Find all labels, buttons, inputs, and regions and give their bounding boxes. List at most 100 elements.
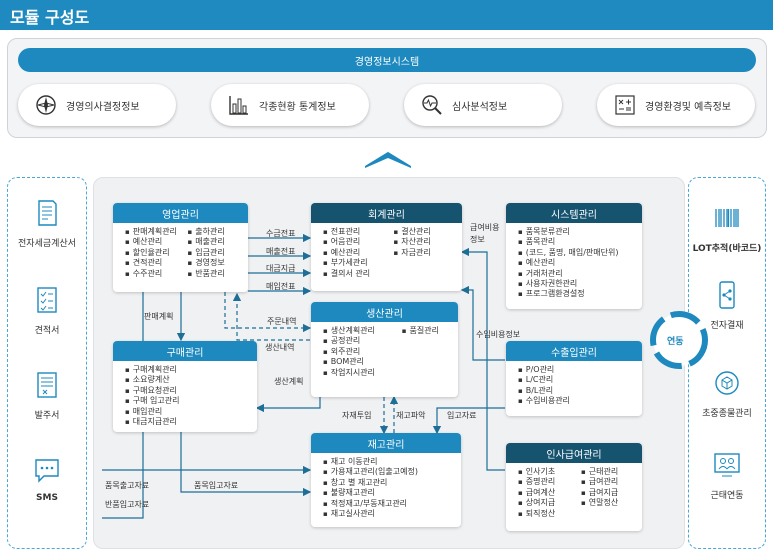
module-hr[interactable]: 인사급여관리 인사기초 증명관리 급여계산 상여지급 퇴직정산 근태관리 급여관… [506,443,642,531]
pill-forecast-info: 경영환경및 예측정보 [597,84,755,126]
module-purchase[interactable]: 구매관리 구매계획관리 소요량계산 구매요청관리 구매 입고관리 매입관리 대금… [113,341,257,432]
side-item-attendance: 근태연동 [692,450,762,501]
list-item: 사용자권한관리 [518,279,642,289]
list-item: 결산관리 [394,227,463,237]
formula-icon [615,95,635,115]
flow-label-production-details: 생산내역 [265,343,295,352]
module-title: 시스템관리 [506,203,642,223]
order-form-icon [37,372,57,398]
list-item: 생산계획관리 [323,326,402,336]
magnifier-pulse-icon [422,95,442,115]
list-item: 품목관리 [518,237,642,247]
flow-label-receipt-slip: 수금전표 [266,229,296,238]
people-screen-icon [714,453,740,477]
module-title: 구매관리 [113,341,257,361]
list-item: 출하관리 [188,227,249,237]
module-list: 품목분류관리 품목관리 (코드, 품명, 매입/판매단위) 예산관리 거래처관리… [506,223,642,300]
list-item: 견적관리 [125,258,186,268]
flow-label-import-cost-info: 수입비용정보 [476,330,521,339]
list-item: 불량재고관리 [323,488,461,498]
mobile-share-icon [719,281,735,309]
side-item-sms: SMS [12,455,82,503]
flow-label-return-receiving: 반품입고자료 [105,500,150,509]
left-integration-panel [7,177,87,549]
list-item: 반품관리 [188,269,249,279]
side-item-label: 전자세금계산서 [18,239,76,249]
module-accounting[interactable]: 회계관리 전표관리 어음관리 예산관리 부가세관리 결의서 관리 결산관리 자산… [311,203,462,291]
module-sales[interactable]: 영업관리 판매계획관리 예산관리 할인율관리 견적관리 수주관리 출하관리 매출… [113,203,248,292]
list-item: 입금관리 [188,248,249,258]
list-item: 예산관리 [518,258,642,268]
list-item: 전표관리 [323,227,392,237]
module-system[interactable]: 시스템관리 품목분류관리 품목관리 (코드, 품명, 매입/판매단위) 예산관리… [506,203,642,309]
module-production[interactable]: 생산관리 생산계획관리 공정관리 외주관리 BOM관리 작업지시관리 품질관리 [311,302,458,397]
pill-label: 경영의사결정정보 [66,101,140,113]
module-list: 인사기초 증명관리 급여계산 상여지급 퇴직정산 [506,463,579,519]
list-item: 창고 별 재고관리 [323,478,461,488]
side-item-inspection: 초중종물관리 [692,368,762,419]
module-list: 근태관리 급여관리 급여지급 연말정산 [579,463,642,519]
list-item: 공정관리 [323,336,402,346]
module-title: 영업관리 [113,203,248,223]
flow-label-purchase-slip: 매입전표 [266,282,296,291]
title-bar: 모듈 구성도 [0,0,773,30]
side-item-quote: 견적서 [12,285,82,336]
list-item: 구매계획관리 [125,365,257,375]
pill-label: 심사분석정보 [452,101,508,113]
list-item: 급여관리 [581,477,642,487]
module-list: 출하관리 매출관리 입금관리 경영정보 반품관리 [186,223,249,279]
list-item: 급여계산 [518,488,579,498]
flow-label-item-receiving: 품목입고자료 [194,481,239,490]
box-cycle-icon [715,371,739,395]
module-inventory[interactable]: 재고관리 재고 이동관리 가용재고관리(입출고예정) 창고 별 재고관리 불량재… [311,433,461,527]
list-item: 결의서 관리 [323,269,392,279]
list-item: 부가세관리 [323,258,392,268]
list-item: 구매 입고관리 [125,396,257,406]
module-title: 재고관리 [311,433,461,453]
side-item-label: SMS [36,493,58,503]
system-bar: 경영정보시스템 [18,48,756,72]
side-item-e-tax-invoice: 전자세금계산서 [12,198,82,249]
list-item: 판매계획관리 [125,227,186,237]
list-item: 인사기초 [518,467,579,477]
flow-label-payroll-cost: 급여비용 [470,223,500,232]
module-import-export[interactable]: 수출입관리 P/O관리 L/C관리 B/L관리 수입비용관리 [506,341,642,416]
list-item: B/L관리 [518,386,642,396]
module-list: P/O관리 L/C관리 B/L관리 수입비용관리 [506,361,642,407]
chat-bubble-icon [35,459,59,483]
list-item: 매입관리 [125,407,257,417]
pill-decision-info: 경영의사결정정보 [18,84,176,126]
list-item: 대금지급관리 [125,417,257,427]
list-item: 작업지시관리 [323,368,402,378]
list-item: 프로그램환경설정 [518,289,642,299]
list-item: 경영정보 [188,258,249,268]
receipt-icon [38,200,57,226]
flow-label-order-details: 주문내역 [267,317,297,326]
barcode-icon [715,209,739,227]
module-title: 생산관리 [311,302,458,322]
side-item-e-approval: 전자결재 [692,280,762,331]
pill-label: 각종현황 통계정보 [259,101,336,113]
list-item: BOM관리 [323,357,402,367]
module-title: 회계관리 [311,203,462,223]
module-list: 품질관리 [402,322,458,378]
side-item-label: LOT추적(바코드) [692,244,762,254]
list-item: 품질관리 [402,326,458,336]
flow-label-import-receipt: 입고자료 [447,411,477,420]
flow-label-payment-slip: 대금지급 [266,264,296,273]
module-list: 결산관리 자산관리 자금관리 [392,223,463,279]
flow-label-inventory-check: 재고파악 [396,411,426,420]
checklist-icon [37,287,57,313]
side-item-lot-tracking: LOT추적(바코드) [692,203,762,254]
list-item: 외주관리 [323,347,402,357]
module-title: 수출입관리 [506,341,642,361]
list-item: 예산관리 [125,237,186,247]
system-bar-label: 경영정보시스템 [354,56,420,68]
list-item: 자산관리 [394,237,463,247]
list-item: 수주관리 [125,269,186,279]
module-list: 판매계획관리 예산관리 할인율관리 견적관리 수주관리 [113,223,186,279]
list-item: 품목분류관리 [518,227,642,237]
side-item-label: 근태연동 [710,491,744,501]
pill-audit-info: 심사분석정보 [404,84,562,126]
flow-label-payroll-info: 정보 [470,235,485,244]
